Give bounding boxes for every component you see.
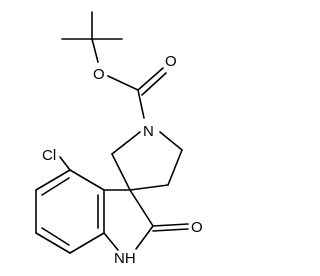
bond-ch2-right-ch2-lower	[167, 149, 183, 186]
bond-nh-c7a	[103, 232, 119, 251]
bond-aromatic-inner-3	[41, 227, 70, 246]
structure-drawing: O O N Cl O NH	[35, 11, 203, 267]
bond-c4-c5-single	[35, 169, 71, 191]
molecule-canvas: O O N Cl O NH	[35, 11, 203, 267]
oxygen-ester-label: O	[93, 66, 105, 83]
bond-tbutyl-oxygen	[91, 38, 99, 63]
bond-lactam-co-double-b	[152, 228, 189, 232]
bond-ch2-lower-spiro	[129, 184, 169, 191]
bond-n-ch2-right	[159, 131, 183, 151]
bond-carbonyl-double-a	[137, 67, 164, 91]
bond-c7-c7a	[69, 232, 105, 254]
bond-carbonyl-nh	[135, 225, 154, 250]
bond-c3a-c4	[69, 169, 105, 191]
bond-c6-c7	[35, 232, 71, 254]
bond-oxygen-carbonyl-carbon	[107, 75, 139, 91]
bond-spiro-carbonyl	[129, 189, 154, 227]
chlorine-label: Cl	[42, 147, 56, 164]
oxygen-carbonyl-ester-label: O	[165, 53, 177, 70]
bond-n-ch2-left	[111, 131, 141, 155]
nitrogen-lactam-label: NH	[114, 250, 136, 267]
bond-aromatic-inner-2	[41, 177, 70, 196]
bond-ch2-left-spiro	[111, 153, 131, 191]
bond-carbonyl-double-b	[141, 72, 167, 96]
oxygen-lactam-label: O	[191, 219, 203, 236]
bond-carbonyl-carbon-nitrogen	[137, 89, 145, 119]
bond-lactam-co-double-a	[152, 223, 189, 227]
bond-c5-chlorine	[59, 156, 71, 171]
nitrogen-pyrrolidine-label: N	[143, 123, 154, 140]
